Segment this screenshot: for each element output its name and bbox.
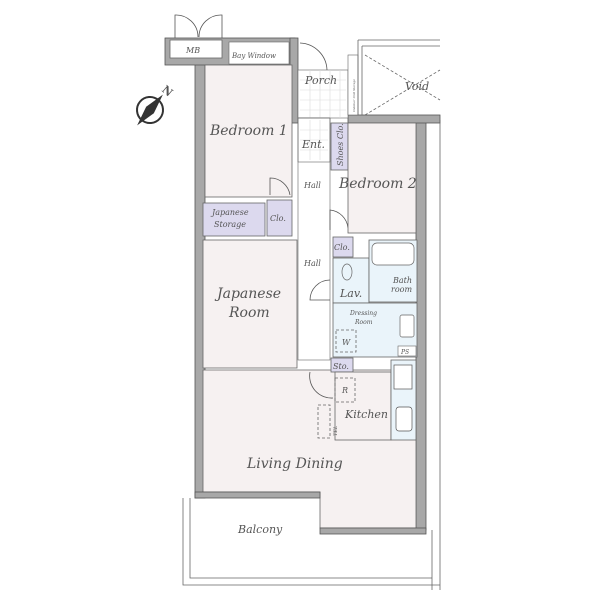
entrance-label: Ent.: [301, 138, 325, 151]
outdoor-storage-label: Outdoor Unit Storage: [352, 79, 356, 112]
toilet-icon: [341, 263, 353, 281]
refrigerator-space: [334, 377, 356, 403]
dressing-room-label-2: Room: [354, 319, 373, 326]
lavatory: [332, 257, 370, 304]
japanese-storage: [202, 202, 266, 237]
bathroom-label-2: room: [391, 285, 412, 294]
tel-label: TEL: [333, 425, 339, 436]
pipe-space: [397, 345, 417, 357]
bedroom-1: [204, 64, 293, 198]
hall-label-upper: Hall: [303, 181, 321, 190]
kitchen: [334, 371, 392, 441]
sink-icon: [399, 314, 415, 338]
bedroom-2-door-icon: [329, 209, 349, 230]
dressing-room-label-1: Dressing: [349, 310, 377, 317]
living-door-icon: [309, 371, 334, 399]
japanese-storage-label-1: Japanese: [210, 208, 249, 217]
closet-2: [332, 236, 354, 258]
kitchen-label: Kitchen: [344, 408, 388, 421]
closet-2-label: Clo.: [334, 243, 350, 252]
shoes-closet-label: Shoes Clo.: [336, 123, 345, 166]
cabinet-space: [317, 404, 331, 439]
void-cross: [364, 54, 441, 116]
japanese-room: [202, 239, 298, 369]
bay-window: [228, 41, 290, 65]
kitchen-sink-icon: [395, 406, 413, 432]
wall-balcony-right: [319, 527, 427, 535]
storage-label: Sto.: [333, 362, 349, 371]
japanese-storage-label-2: Storage: [214, 220, 246, 229]
bedroom-1-label: Bedroom 1: [209, 123, 288, 139]
hall-label-lower: Hall: [303, 259, 321, 268]
compass-icon: N: [136, 83, 175, 126]
refrigerator-label: R: [341, 386, 348, 395]
japanese-room-label-1: Japanese: [214, 286, 281, 302]
washer-label: W: [342, 338, 351, 347]
washer-space: [335, 329, 357, 353]
bedroom-2-label: Bedroom 2: [338, 176, 417, 192]
japanese-room-door-icon: [309, 279, 331, 301]
bedroom-1-door-icon: [269, 177, 291, 196]
porch-label: Porch: [304, 74, 337, 87]
mb-box: [169, 39, 223, 59]
wall-right: [415, 117, 427, 531]
balcony-label: Balcony: [237, 523, 283, 536]
lavatory-label: Lav.: [339, 287, 362, 300]
mb-door-icon: [174, 14, 223, 38]
living-dining-label: Living Dining: [246, 456, 343, 472]
closet-1-label: Clo.: [270, 214, 286, 223]
bay-window-label: Bay Window: [231, 52, 276, 60]
closet-bedroom-1: [266, 199, 293, 237]
balcony-railing: [182, 120, 441, 590]
bathroom-label-1: Bath: [392, 276, 412, 285]
void-label: Void: [405, 80, 429, 93]
mb-label: MB: [185, 46, 200, 55]
stove-icon: [393, 364, 413, 390]
bathtub-icon: [371, 242, 415, 266]
porch-door-icon: [299, 42, 328, 71]
pipe-space-label: PS: [400, 349, 409, 356]
bedroom-2: [347, 122, 417, 234]
wall-balcony: [194, 491, 321, 499]
wall-bedroom2-top: [347, 114, 441, 124]
hall: [297, 117, 331, 361]
japanese-room-label-2: Room: [228, 305, 270, 321]
